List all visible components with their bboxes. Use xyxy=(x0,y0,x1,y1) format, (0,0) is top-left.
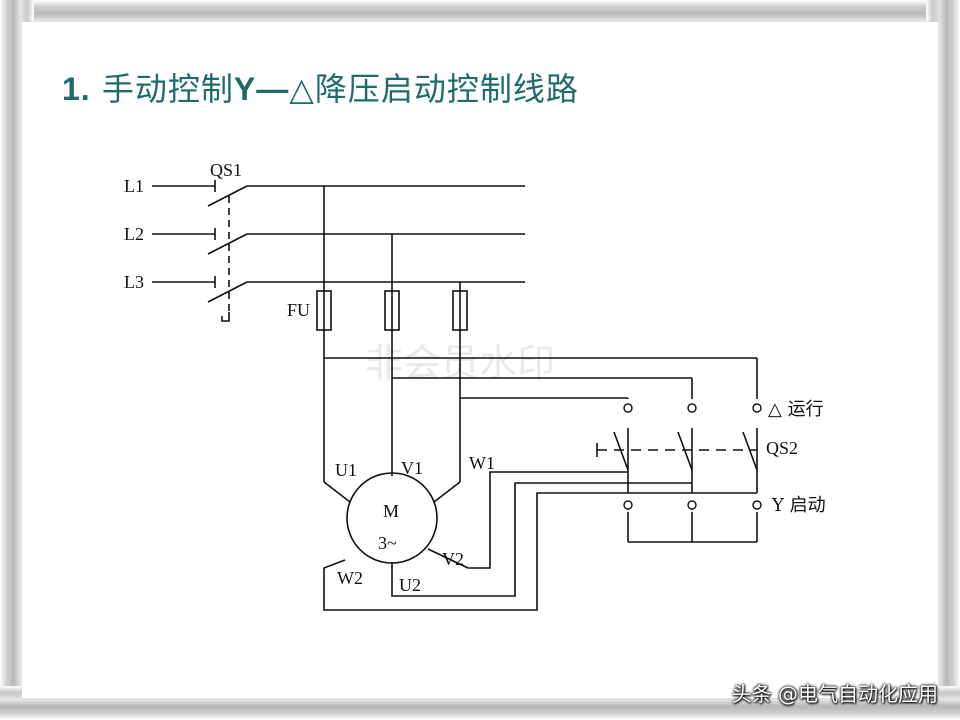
label-u1: U1 xyxy=(335,460,357,480)
qs1-handle xyxy=(221,312,230,322)
qs2-blade-1 xyxy=(613,431,629,471)
label-motor: M xyxy=(383,501,399,521)
title-number: 1. xyxy=(62,71,91,107)
label-l1: L1 xyxy=(124,176,144,196)
wire-v2-link xyxy=(468,471,628,569)
title-text-y: Y— xyxy=(233,71,290,107)
motor-circle xyxy=(346,472,438,564)
label-run: △ 运行 xyxy=(768,399,824,420)
credit-watermark: 头条 @电气自动化应用 xyxy=(731,682,938,706)
label-l3: L3 xyxy=(124,272,144,292)
qs1-blade-2 xyxy=(207,233,248,255)
label-qs2: QS2 xyxy=(766,438,798,458)
label-v2: V2 xyxy=(442,549,464,569)
qs1-blade-3 xyxy=(207,281,248,303)
label-u2: U2 xyxy=(399,575,421,595)
wire-w2-link xyxy=(323,492,757,611)
label-motor-phase: 3~ xyxy=(378,533,397,553)
qs1-blade-1 xyxy=(207,185,248,207)
qs2-blade-3 xyxy=(742,431,758,471)
label-start: Y 启动 xyxy=(771,495,826,516)
slide-title: 1. 手动控制Y—△降压启动控制线路 xyxy=(62,64,579,110)
label-l2: L2 xyxy=(124,224,144,244)
label-w1: W1 xyxy=(469,453,495,473)
slide-panel xyxy=(22,22,938,698)
title-text-pre: 手动控制 xyxy=(90,70,234,108)
contact-terminals xyxy=(623,403,762,510)
title-text-post: △降压启动控制线路 xyxy=(289,70,579,108)
circuit-wires xyxy=(152,180,758,611)
label-w2: W2 xyxy=(337,568,363,588)
label-fu: FU xyxy=(287,300,310,320)
wire-u2-link xyxy=(391,482,692,597)
label-qs1: QS1 xyxy=(210,160,242,180)
qs2-blade-2 xyxy=(677,431,693,471)
label-v1: V1 xyxy=(401,458,423,478)
